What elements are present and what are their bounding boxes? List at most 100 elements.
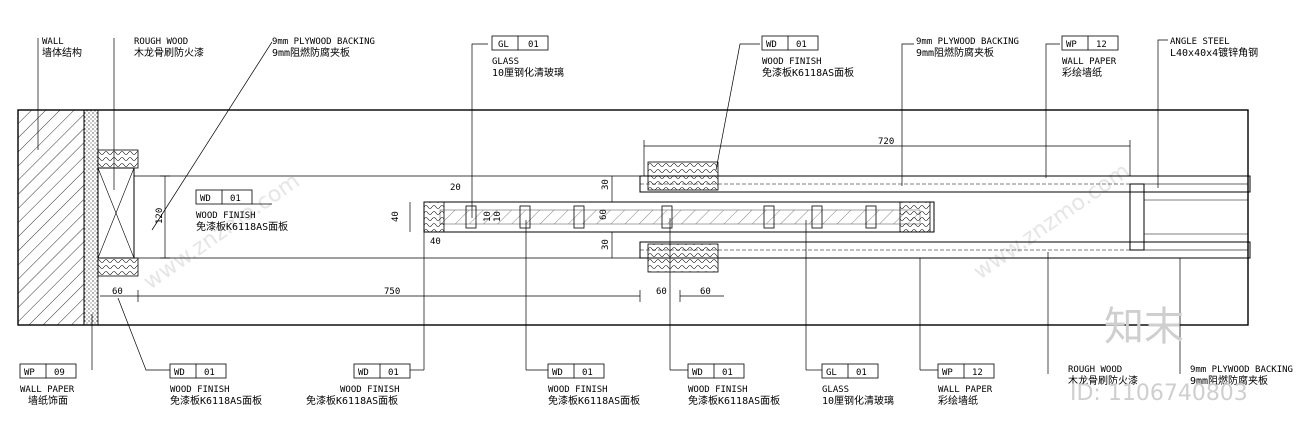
tag-box [1061, 35, 1119, 51]
dimension-lines [100, 140, 1131, 302]
callout-wp-b: WP 12 WALL PAPER 彩绘墙纸 [920, 363, 995, 407]
tag-code: WD [200, 194, 211, 204]
tag-code: WD [358, 368, 369, 378]
callout-plywood-3: 9mm PLYWOOD BACKING 9mm阻燃防腐夹板 [1190, 365, 1293, 387]
dim-60-right: 60 [700, 287, 711, 297]
callout-angle-en: ANGLE STEEL [1170, 37, 1230, 47]
callout-plywood2-cn: 9mm阻燃防腐夹板 [916, 46, 994, 59]
dim-720: 720 [878, 137, 894, 147]
dim-30-bottom: 30 [601, 239, 611, 250]
callout-wd-mid-cn: 免漆板K6118AS面板 [196, 220, 288, 233]
callout-wp-09: WP 09 WALL PAPER 墙纸饰面 [19, 363, 77, 407]
tag-box [169, 363, 227, 379]
plaster-layer [83, 109, 99, 326]
dim-30-top: 30 [601, 179, 611, 190]
callout-wd-mid-en: WOOD FINISH [196, 211, 256, 221]
callout-cn: 9mm阻燃防腐夹板 [1190, 374, 1268, 387]
callout-plywood-1: 9mm PLYWOOD BACKING 9mm阻燃防腐夹板 [272, 37, 375, 59]
tag-box [195, 189, 253, 205]
callout-en: WALL PAPER [20, 385, 75, 395]
tag-number: 01 [582, 368, 593, 378]
tag-code: WD [552, 368, 563, 378]
callout-wall-en: WALL [42, 37, 64, 47]
callout-glass-en: GLASS [492, 57, 519, 67]
tag-code: GL [826, 368, 837, 378]
wood-trim-top-right [647, 161, 719, 191]
tag-box [687, 363, 745, 379]
tag-number: 01 [722, 368, 733, 378]
dim-40-horiz: 40 [430, 237, 441, 247]
tag-box [19, 363, 77, 379]
glass-infill [439, 209, 921, 225]
dim-10: 10 [483, 211, 493, 222]
tag-number: 09 [54, 368, 65, 378]
tag-number: 01 [528, 40, 539, 50]
callout-cn: 免漆板K6118AS面板 [170, 394, 262, 407]
dim-10b: 10 [493, 211, 503, 222]
angle-steel-section [1129, 183, 1145, 251]
tag-code: WP [942, 368, 953, 378]
callout-en: WOOD FINISH [688, 385, 748, 395]
callout-wall-cn: 墙体结构 [42, 46, 82, 59]
panel-end-right [899, 201, 931, 233]
tag-code: WP [1066, 40, 1077, 50]
wood-trim-bottom-left [97, 257, 139, 277]
top-leaders [37, 38, 1168, 231]
callout-wd-en: WOOD FINISH [762, 57, 822, 67]
callout-rough-wood-en: ROUGH WOOD [134, 37, 188, 47]
dim-60-vert: 60 [599, 209, 609, 220]
tag-code: WD [174, 368, 185, 378]
tag-code: WD [692, 368, 703, 378]
dim-60-mid: 60 [656, 287, 667, 297]
callout-wp-top: WP 12 WALL PAPER 彩绘墙纸 [1061, 35, 1119, 79]
tag-number: 01 [796, 40, 807, 50]
callout-en: WOOD FINISH [548, 385, 608, 395]
callout-angle-cn: L40x40x4镀锌角钢 [1170, 46, 1258, 59]
dim-750: 750 [384, 287, 400, 297]
tag-code: WP [24, 368, 35, 378]
watermark-diagonal: www.znzmo.com www.znzmo.com [139, 159, 1134, 295]
callout-wd-cn: 免漆板K6118AS面板 [762, 66, 854, 79]
callout-wd-top: WD 01 WOOD FINISH 免漆板K6118AS面板 [761, 35, 854, 79]
dim-120: 120 [155, 208, 165, 224]
callout-wp-cn: 彩绘墙纸 [1062, 66, 1102, 79]
callout-wd-b4: WD 01 WOOD FINISH 免漆板K6118AS面板 [670, 363, 780, 407]
watermark-id: ID: 1106740803 [1070, 381, 1248, 406]
tag-box [821, 363, 879, 379]
callout-plywood-en: 9mm PLYWOOD BACKING [272, 37, 375, 47]
callout-cn: 10厘钢化清玻璃 [822, 394, 894, 407]
tag-box [547, 363, 605, 379]
tag-number: 01 [204, 368, 215, 378]
tag-number: 01 [856, 368, 867, 378]
wood-trim-bottom-right [647, 243, 719, 273]
callout-en: GLASS [822, 385, 849, 395]
tag-box [937, 363, 995, 379]
callout-en: ROUGH WOOD [1068, 365, 1122, 375]
callout-cn: 木龙骨刷防火漆 [1068, 374, 1138, 387]
callout-cn: 墙纸饰面 [28, 394, 68, 407]
callout-wp-en: WALL PAPER [1062, 57, 1117, 67]
callout-wd-b3: WD 01 WOOD FINISH 免漆板K6118AS面板 [526, 363, 640, 407]
callout-en: WOOD FINISH [170, 385, 230, 395]
dim-20: 20 [450, 183, 461, 193]
tag-number: 01 [388, 368, 399, 378]
watermark-site-text-2: www.znzmo.com [969, 159, 1134, 285]
tag-box [761, 35, 819, 51]
dim-40-vert: 40 [391, 211, 401, 222]
tag-number: 01 [230, 194, 241, 204]
panel-end-left [423, 201, 445, 233]
callout-cn: 免漆板K6118AS面板 [306, 394, 398, 407]
wood-trim-top-left [97, 149, 139, 169]
callout-rough-wood-cn: 木龙骨刷防火漆 [134, 46, 204, 59]
callout-cn: 免漆板K6118AS面板 [688, 394, 780, 407]
panel-studs [465, 205, 877, 229]
callout-cn: 彩绘墙纸 [938, 394, 978, 407]
tag-code: GL [498, 40, 509, 50]
callout-angle-steel: ANGLE STEEL L40x40x4镀锌角钢 [1170, 37, 1258, 59]
callout-glass-cn: 10厘钢化清玻璃 [492, 66, 564, 79]
callout-glass-top: GL 01 GLASS 10厘钢化清玻璃 [491, 35, 564, 79]
callout-cn: 免漆板K6118AS面板 [548, 394, 640, 407]
tag-box [491, 35, 549, 51]
bottom-leaders [91, 218, 1181, 374]
